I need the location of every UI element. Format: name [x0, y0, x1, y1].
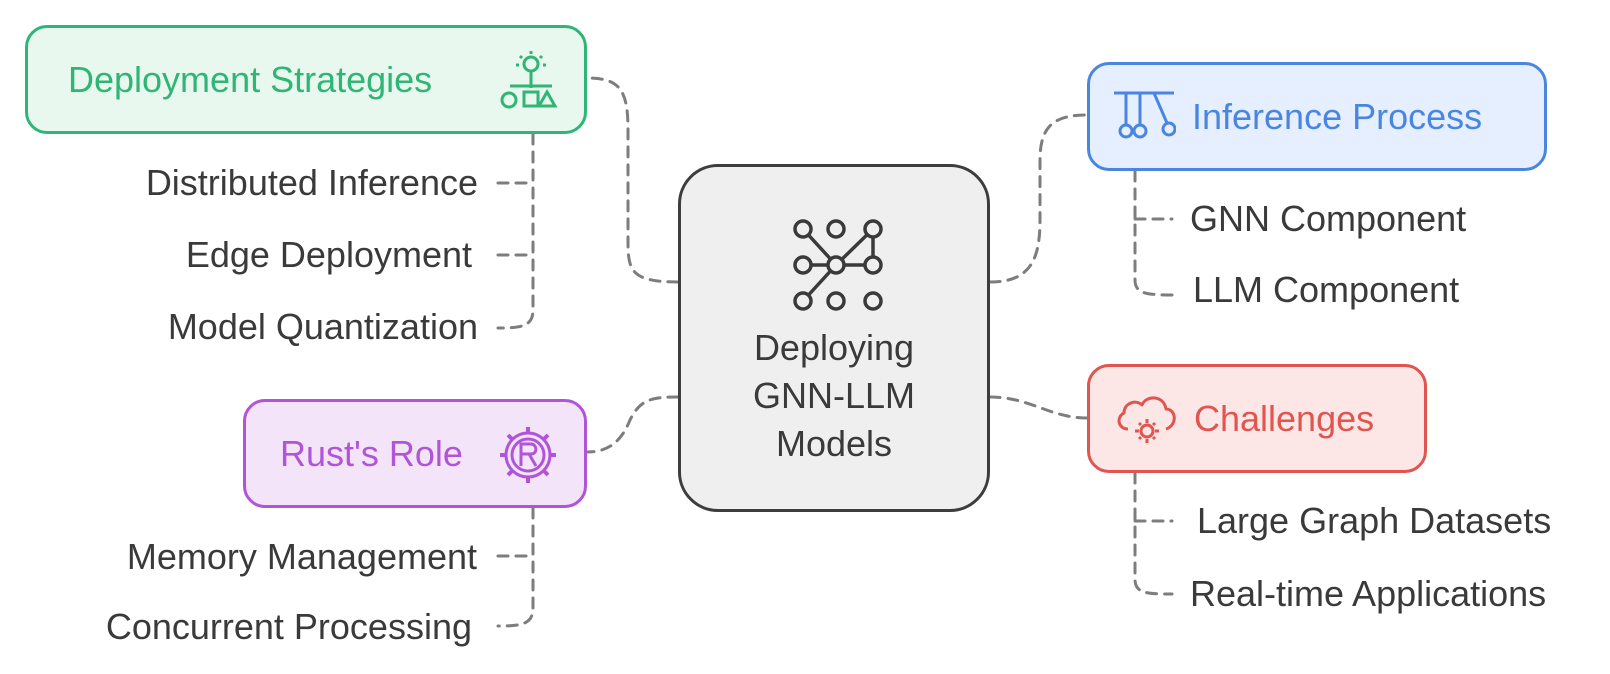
list-item: LLM Component — [1193, 269, 1460, 310]
list-item: Real-time Applications — [1190, 573, 1547, 614]
list-item: Edge Deployment — [185, 234, 472, 275]
cloud-gear-icon — [1117, 396, 1176, 443]
list-item: Concurrent Processing — [105, 606, 472, 647]
center-title: Deploying GNN-LLM Models — [752, 327, 916, 464]
list-item: GNN Component — [1190, 198, 1467, 239]
connector-center-rust — [585, 395, 680, 454]
connector-deployment-children — [496, 132, 535, 330]
list-item: Memory Management — [126, 536, 477, 577]
connector-inference-children — [1133, 169, 1174, 297]
lightbulb-shapes-icon — [500, 51, 558, 109]
connector-rust-children — [496, 506, 535, 628]
category-label: Challenges — [1194, 398, 1375, 439]
network-nodes-icon — [793, 219, 883, 311]
list-item: Model Quantization — [167, 306, 478, 347]
category-label: Deployment Strategies — [68, 59, 433, 100]
rust-gear-icon — [500, 427, 556, 483]
category-rusts-role[interactable]: Rust's Role — [243, 399, 587, 508]
connector-challenges-children — [1133, 471, 1174, 596]
pendulum-icon — [1114, 91, 1176, 139]
connector-center-deployment — [585, 76, 680, 284]
category-challenges[interactable]: Challenges — [1087, 364, 1427, 473]
category-label: Inference Process — [1192, 96, 1483, 137]
category-label: Rust's Role — [280, 433, 463, 474]
list-item: Large Graph Datasets — [1197, 500, 1552, 541]
connector-center-inference — [988, 113, 1089, 284]
category-deployment-strategies[interactable]: Deployment Strategies — [25, 25, 587, 134]
connector-center-challenges — [988, 395, 1089, 420]
list-item: Distributed Inference — [145, 162, 478, 203]
category-inference-process[interactable]: Inference Process — [1087, 62, 1547, 171]
center-node: Deploying GNN-LLM Models — [678, 164, 990, 512]
